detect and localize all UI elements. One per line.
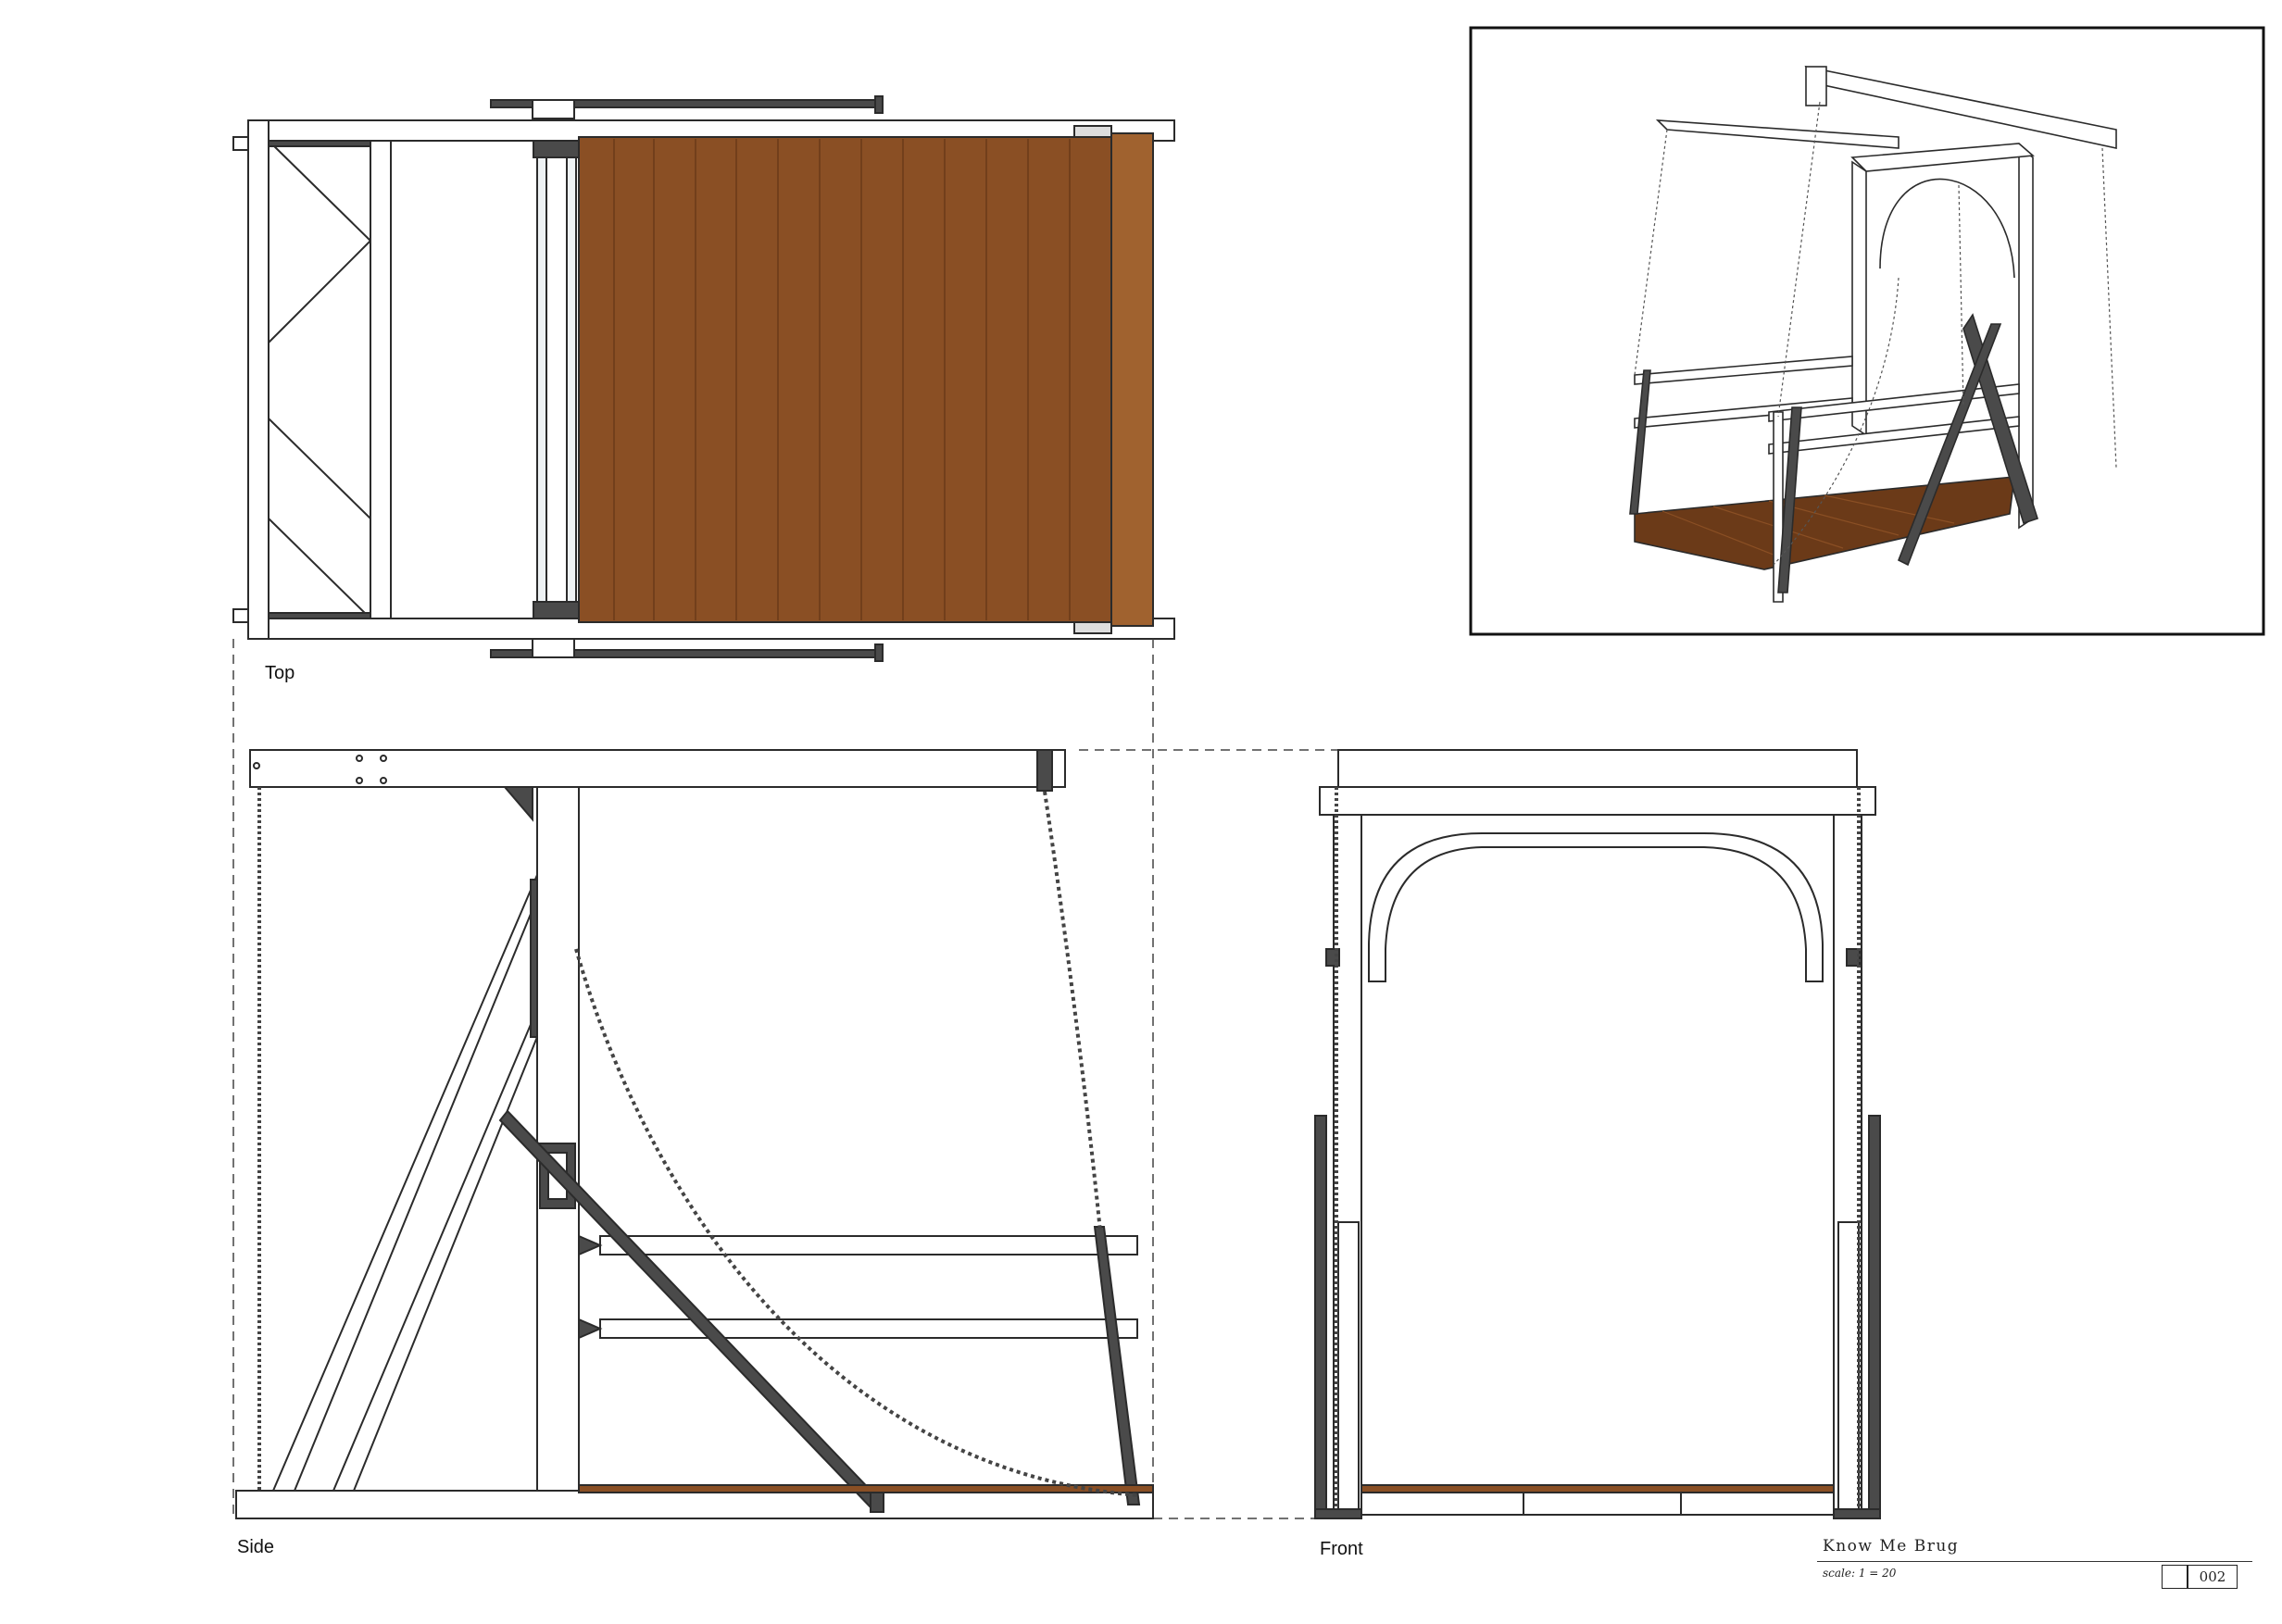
title-block: Know Me Brug scale: 1 = 20 002 (1817, 1537, 2252, 1593)
title-divider (1817, 1561, 2252, 1562)
projection-lines (232, 639, 1338, 1519)
perspective-view (1469, 26, 2265, 636)
front-view-label: Front (1320, 1539, 1363, 1559)
top-view-label: Top (265, 663, 295, 683)
side-view-label: Side (237, 1537, 275, 1557)
top-view (232, 95, 1175, 662)
project-name: Know Me Brug (1823, 1537, 1960, 1555)
drawing-scale: scale: 1 = 20 (1823, 1567, 1897, 1580)
front-view (1314, 749, 1881, 1519)
revision-box (2162, 1565, 2188, 1589)
side-view (235, 749, 1154, 1519)
sheet-number: 002 (2188, 1565, 2238, 1589)
